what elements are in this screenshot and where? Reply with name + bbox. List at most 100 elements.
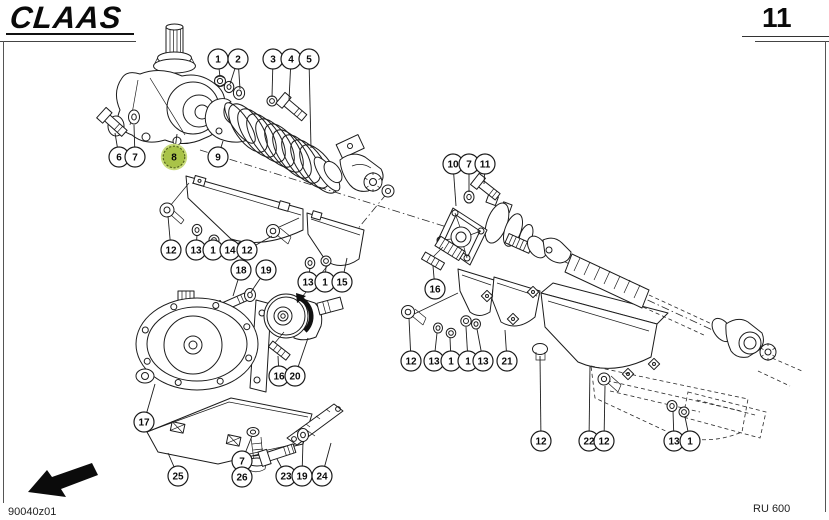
- universal-joint-mid-drawing: [323, 134, 395, 198]
- svg-text:11: 11: [480, 160, 491, 171]
- bolt-washer-strip-drawing: [257, 403, 344, 467]
- svg-text:7: 7: [466, 160, 472, 171]
- left-border-line: [3, 41, 4, 503]
- svg-text:3: 3: [270, 55, 276, 66]
- callout-26[interactable]: 26: [231, 466, 253, 488]
- svg-text:23: 23: [280, 472, 292, 483]
- callout-5[interactable]: 5: [298, 48, 320, 149]
- svg-text:9: 9: [215, 153, 221, 164]
- svg-text:22: 22: [583, 437, 595, 448]
- callout-11[interactable]: 11: [474, 153, 496, 185]
- svg-text:8: 8: [171, 153, 177, 164]
- svg-text:18: 18: [235, 266, 247, 277]
- model-code: RU 600: [753, 503, 791, 515]
- svg-text:12: 12: [165, 246, 177, 257]
- svg-text:2: 2: [235, 55, 241, 66]
- nut-and-bolt-top-drawing: [266, 91, 308, 122]
- callout-3[interactable]: 3: [262, 48, 284, 98]
- svg-text:12: 12: [241, 246, 253, 257]
- svg-text:1: 1: [210, 246, 216, 257]
- guard-shield-15-drawing: [306, 210, 365, 266]
- callout-16[interactable]: 16: [424, 265, 446, 300]
- callout-7[interactable]: 7: [124, 124, 146, 168]
- nut-washer-set-drawing: [214, 75, 246, 100]
- svg-text:7: 7: [132, 153, 138, 164]
- callout-17[interactable]: 17: [133, 383, 156, 433]
- bottom-right-fasteners-drawing: [532, 343, 690, 418]
- callout-19[interactable]: 19: [250, 259, 277, 293]
- page-number: 11: [762, 2, 792, 33]
- top-left-rule: [0, 41, 136, 42]
- svg-text:24: 24: [316, 472, 328, 483]
- callout-2[interactable]: 2: [227, 48, 249, 90]
- svg-text:12: 12: [535, 437, 547, 448]
- page-number-rule: [742, 36, 829, 37]
- svg-text:19: 19: [296, 472, 308, 483]
- callout-1[interactable]: 1: [440, 337, 462, 372]
- callout-21[interactable]: 21: [496, 329, 518, 372]
- callout-13[interactable]: 13: [472, 328, 494, 372]
- svg-text:1: 1: [687, 437, 693, 448]
- svg-text:20: 20: [289, 372, 301, 383]
- svg-text:17: 17: [138, 418, 150, 429]
- callout-6[interactable]: 6: [108, 132, 130, 168]
- svg-text:12: 12: [405, 357, 417, 368]
- svg-text:13: 13: [302, 278, 314, 289]
- coil-spring-drawing: [224, 102, 341, 194]
- right-fasteners-drawing: [401, 305, 481, 339]
- callout-24[interactable]: 24: [311, 442, 333, 487]
- svg-text:7: 7: [239, 457, 245, 468]
- svg-text:13: 13: [477, 357, 489, 368]
- svg-text:19: 19: [260, 266, 272, 277]
- callout-25[interactable]: 25: [167, 452, 189, 487]
- drawing-code: 90040z01: [8, 506, 57, 518]
- svg-text:15: 15: [336, 278, 348, 289]
- svg-text:13: 13: [428, 357, 440, 368]
- pulley-ratchet-drawing: [263, 293, 344, 341]
- callout-1[interactable]: 1: [202, 239, 224, 261]
- logo-rule: [6, 33, 134, 35]
- main-gearbox-drawing: [135, 290, 272, 393]
- callout-13[interactable]: 13: [423, 332, 445, 372]
- svg-text:12: 12: [598, 437, 610, 448]
- callout-12[interactable]: 12: [160, 215, 182, 261]
- callout-19[interactable]: 19: [291, 440, 313, 487]
- svg-text:13: 13: [190, 246, 202, 257]
- callout-12[interactable]: 12: [400, 317, 422, 372]
- svg-text:10: 10: [447, 160, 459, 171]
- callout-20[interactable]: 20: [284, 337, 309, 387]
- callout-16[interactable]: 16: [268, 355, 290, 387]
- callout-18[interactable]: 18: [230, 259, 252, 297]
- callout-12[interactable]: 12: [593, 385, 615, 452]
- guard-shield-21-drawing: [411, 268, 541, 327]
- svg-text:16: 16: [273, 372, 285, 383]
- back-arrow-icon[interactable]: [28, 463, 98, 497]
- callout-12[interactable]: 12: [236, 235, 273, 261]
- svg-text:1: 1: [448, 357, 454, 368]
- svg-text:13: 13: [668, 437, 680, 448]
- svg-text:21: 21: [501, 357, 513, 368]
- pto-shaft-drawing: [526, 235, 803, 439]
- callout-15[interactable]: 15: [331, 257, 353, 293]
- callout-7[interactable]: 7: [231, 435, 253, 472]
- callout-12[interactable]: 12: [530, 355, 552, 452]
- bolt-and-washer-left-drawing: [96, 106, 140, 137]
- svg-text:16: 16: [429, 285, 441, 296]
- guard-shield-22-drawing: [540, 282, 669, 381]
- callout-1[interactable]: 1: [207, 48, 229, 78]
- svg-text:1: 1: [465, 357, 471, 368]
- svg-text:5: 5: [306, 55, 312, 66]
- svg-text:26: 26: [236, 473, 248, 484]
- svg-text:1: 1: [322, 278, 328, 289]
- stud-16-right-drawing: [420, 246, 446, 271]
- callout-1[interactable]: 1: [457, 326, 479, 372]
- callout-4[interactable]: 4: [280, 48, 302, 101]
- svg-text:25: 25: [172, 472, 184, 483]
- callout-9[interactable]: 9: [207, 140, 229, 168]
- svg-text:4: 4: [288, 55, 294, 66]
- callout-1[interactable]: 1: [679, 416, 701, 452]
- callout-8-highlighted[interactable]: 8: [160, 133, 188, 171]
